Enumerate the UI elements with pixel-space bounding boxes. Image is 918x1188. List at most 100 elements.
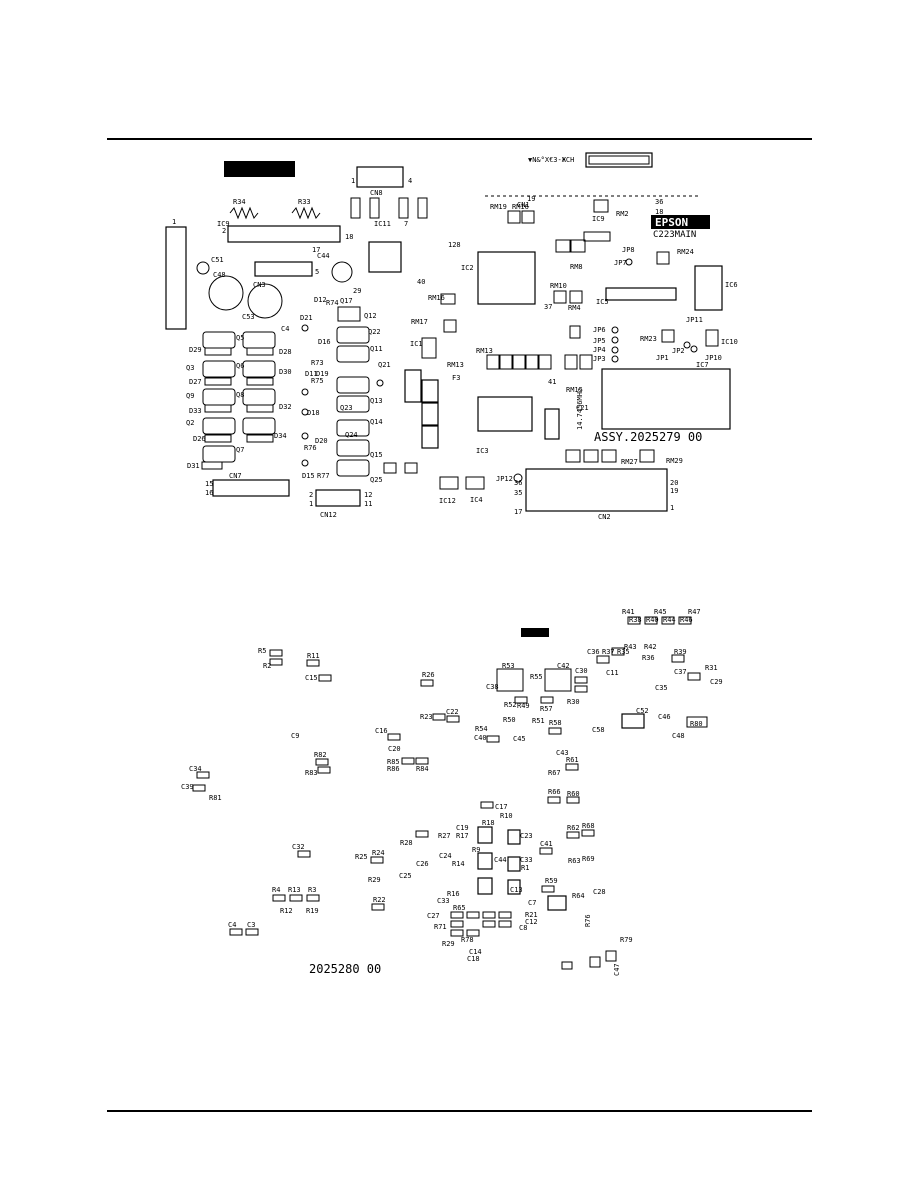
svg-text:14.7456MHz: 14.7456MHz (576, 388, 584, 430)
svg-text:D31: D31 (187, 462, 200, 470)
top-rule (107, 138, 812, 140)
svg-text:IC11: IC11 (374, 220, 391, 228)
svg-text:IC6: IC6 (725, 281, 738, 289)
svg-text:R42: R42 (644, 643, 657, 651)
ic7 (601, 368, 731, 430)
svg-text:R61: R61 (566, 756, 579, 764)
svg-text:C44: C44 (317, 252, 330, 260)
svg-text:JP2: JP2 (672, 347, 685, 355)
svg-text:R59: R59 (545, 877, 558, 885)
c53-capacitor (247, 283, 283, 319)
svg-text:R83: R83 (305, 769, 318, 777)
svg-text:R41: R41 (622, 608, 635, 616)
svg-text:C53: C53 (242, 313, 255, 321)
bottom-view: R41 R45 R47 R38 R40 R44 R46 R43 R42 C36 … (181, 608, 723, 976)
svg-text:R40: R40 (646, 616, 659, 624)
svg-text:C12: C12 (525, 918, 538, 926)
ic5 (605, 287, 677, 301)
svg-text:C32: C32 (292, 843, 305, 851)
svg-text:C46: C46 (658, 713, 671, 721)
svg-text:128: 128 (448, 241, 461, 249)
cn7-connector (212, 479, 290, 497)
svg-text:R46: R46 (680, 616, 693, 624)
svg-text:R28: R28 (400, 839, 413, 847)
svg-text:C3: C3 (247, 921, 255, 929)
svg-text:R53: R53 (502, 662, 515, 670)
svg-text:D33: D33 (189, 407, 202, 415)
svg-text:D12: D12 (314, 296, 327, 304)
svg-text:Q15: Q15 (370, 451, 383, 459)
svg-text:C47: C47 (613, 963, 621, 976)
svg-text:11: 11 (364, 500, 372, 508)
svg-text:37: 37 (544, 303, 552, 311)
svg-text:C33: C33 (437, 897, 450, 905)
svg-text:R44: R44 (663, 616, 676, 624)
left-transistor-column (202, 331, 276, 463)
top-header-connector: ▼N&°X€3-ЖCH (528, 152, 653, 168)
svg-text:JP10: JP10 (705, 354, 722, 362)
svg-text:R5: R5 (258, 647, 266, 655)
svg-text:D32: D32 (279, 403, 292, 411)
svg-text:18: 18 (345, 233, 353, 241)
svg-text:R21: R21 (525, 911, 538, 919)
svg-text:R33: R33 (298, 198, 311, 206)
svg-text:IC4: IC4 (470, 496, 483, 504)
svg-text:Q25: Q25 (370, 476, 383, 484)
svg-text:C58: C58 (592, 726, 605, 734)
svg-text:R24: R24 (372, 849, 385, 857)
svg-text:R16: R16 (447, 890, 460, 898)
svg-text:R77: R77 (317, 472, 330, 480)
svg-text:D15: D15 (302, 472, 315, 480)
top-view: ▼N&°X€3-ЖCH CN8 1 4 CN1 19 36 18 R34 R33… (165, 152, 738, 521)
svg-text:R79: R79 (620, 936, 633, 944)
svg-text:R39: R39 (674, 648, 687, 656)
svg-text:16: 16 (205, 489, 213, 497)
svg-text:R52: R52 (504, 701, 517, 709)
svg-text:R3: R3 (308, 886, 316, 894)
svg-text:IC1: IC1 (410, 340, 423, 348)
svg-text:R29: R29 (442, 940, 455, 948)
c51-capacitor (196, 261, 210, 275)
svg-text:C33: C33 (520, 856, 533, 864)
regulator (368, 241, 402, 273)
c44-capacitor (331, 261, 353, 283)
svg-text:Q12: Q12 (364, 312, 377, 320)
svg-text:Q24: Q24 (345, 431, 358, 439)
svg-text:R17: R17 (456, 832, 469, 840)
svg-text:D21: D21 (300, 314, 313, 322)
svg-text:R60: R60 (567, 790, 580, 798)
svg-text:1: 1 (309, 500, 313, 508)
svg-text:D30: D30 (279, 368, 292, 376)
svg-text:1: 1 (351, 177, 355, 185)
svg-text:R86: R86 (387, 765, 400, 773)
svg-text:R71: R71 (434, 923, 447, 931)
svg-text:C29: C29 (710, 678, 723, 686)
svg-text:RM23: RM23 (640, 335, 657, 343)
svg-text:RM16: RM16 (428, 294, 445, 302)
svg-text:F3: F3 (452, 374, 460, 382)
rm-row (486, 354, 593, 370)
svg-text:CN3: CN3 (253, 281, 266, 289)
svg-text:17: 17 (514, 508, 522, 516)
svg-text:JP1: JP1 (656, 354, 669, 362)
svg-text:C23: C23 (520, 832, 533, 840)
svg-text:IC10: IC10 (721, 338, 738, 346)
svg-text:C4: C4 (281, 325, 289, 333)
svg-text:29: 29 (353, 287, 361, 295)
svg-text:C48: C48 (213, 271, 226, 279)
svg-text:C40: C40 (474, 734, 487, 742)
svg-text:C51: C51 (211, 256, 224, 264)
svg-text:JP3: JP3 (593, 355, 606, 363)
center-ic-cluster (477, 826, 521, 895)
svg-text:JP8: JP8 (622, 246, 635, 254)
svg-text:C8: C8 (519, 924, 527, 932)
svg-text:Q11: Q11 (370, 345, 383, 353)
svg-text:C14: C14 (469, 948, 482, 956)
svg-text:R35: R35 (617, 648, 630, 656)
svg-text:Q6: Q6 (236, 362, 244, 370)
cn8-label: CN8 (370, 189, 383, 197)
bottom-header (521, 628, 549, 637)
svg-text:C27: C27 (427, 912, 440, 920)
svg-text:R73: R73 (311, 359, 324, 367)
svg-text:R18: R18 (482, 819, 495, 827)
